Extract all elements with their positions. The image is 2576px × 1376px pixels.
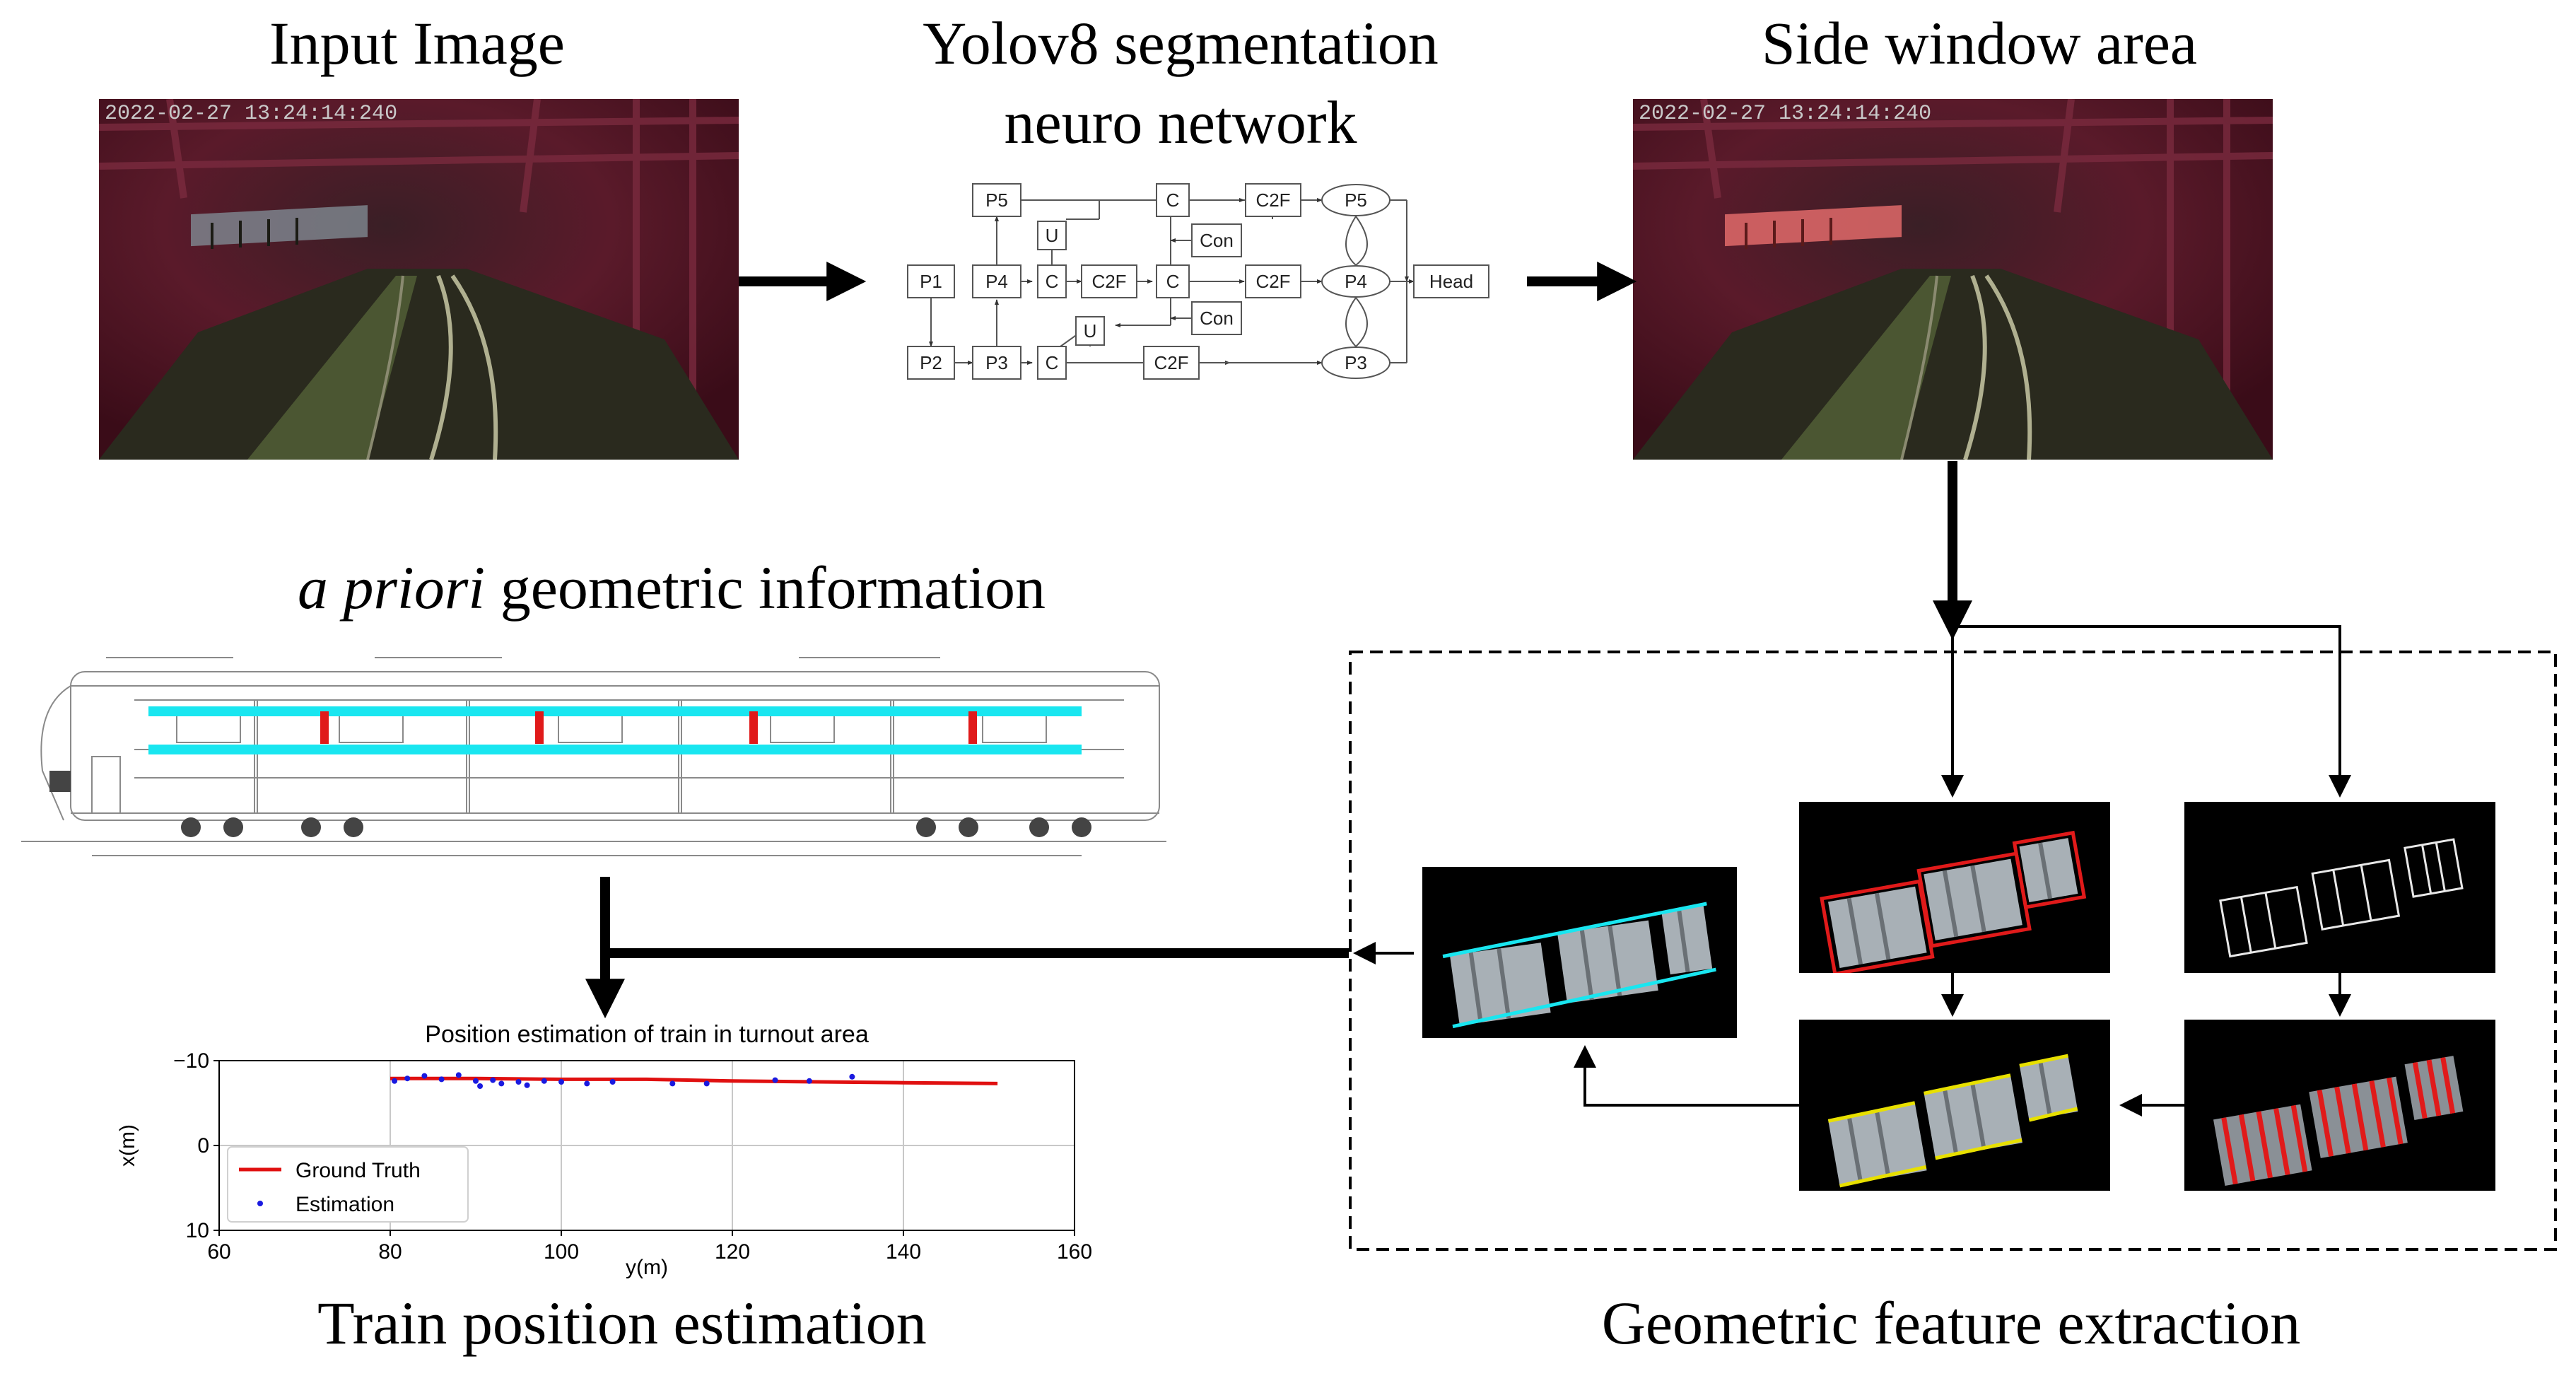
input-timestamp: 2022-02-27 13:24:14:240 xyxy=(105,102,398,126)
net-p3: P3 xyxy=(985,352,1008,373)
net-c2f-mid: C2F xyxy=(1091,271,1126,292)
thumb-edges xyxy=(2184,802,2495,973)
chart-xtick-label: 160 xyxy=(1057,1240,1092,1264)
net-out-p4: P4 xyxy=(1345,271,1367,292)
chart-point-estimation xyxy=(584,1080,590,1087)
net-c-top-right: C xyxy=(1166,190,1180,211)
chart-xlabel: y(m) xyxy=(626,1256,668,1279)
side-window-title: Side window area xyxy=(1761,9,2198,77)
chart-point-estimation xyxy=(421,1073,428,1079)
net-c2f-top: C2F xyxy=(1255,190,1290,211)
chart-point-estimation xyxy=(772,1077,778,1083)
net-c-bottom: C xyxy=(1046,352,1059,373)
chart-ylabel: x(m) xyxy=(116,1124,139,1167)
yolo-title-line2: neuro network xyxy=(1004,88,1357,156)
net-p1: P1 xyxy=(920,271,942,292)
net-c-mid-right: C xyxy=(1166,271,1180,292)
chart-legend-swatch-dot xyxy=(257,1201,263,1206)
yolo-title-line1: Yolov8 segmentation xyxy=(923,9,1439,77)
chart-xtick-label: 60 xyxy=(207,1240,230,1264)
feature-extraction-box xyxy=(1349,651,2557,1251)
train-position-title: Train position estimation xyxy=(317,1289,927,1357)
chart-point-estimation xyxy=(806,1078,812,1084)
chart-point-estimation xyxy=(477,1083,484,1089)
chart-point-estimation xyxy=(558,1079,564,1085)
chart-ticks: 60 80 100 120 140 160 −10 0 10 xyxy=(173,1049,1092,1264)
net-p5: P5 xyxy=(985,190,1008,211)
input-image: 2022-02-27 13:24:14:240 xyxy=(99,99,739,460)
net-c2f-bottom: C2F xyxy=(1154,352,1188,373)
chart-legend-box xyxy=(227,1146,469,1223)
arrow-branch-right xyxy=(1953,625,2351,798)
side-window-image: 2022-02-27 13:24:14:240 xyxy=(1633,99,2273,460)
chart-marks xyxy=(390,1072,998,1089)
chart-point-estimation xyxy=(703,1080,710,1087)
position-chart: Position estimation of train in turnout … xyxy=(116,1021,1092,1279)
chart-ytick-label: 0 xyxy=(197,1134,209,1158)
chart-point-estimation xyxy=(541,1078,547,1084)
chart-xtick-label: 140 xyxy=(886,1240,921,1264)
input-image-title: Input Image xyxy=(269,9,565,77)
net-c-mid: C xyxy=(1046,271,1059,292)
apriori-title: a priori geometric information xyxy=(141,552,1202,624)
chart-xtick-label: 120 xyxy=(715,1240,750,1264)
apriori-italic: a priori xyxy=(297,554,486,622)
net-p2: P2 xyxy=(920,352,942,373)
train-drawing xyxy=(21,657,1166,856)
net-u-bottom: U xyxy=(1084,320,1097,342)
chart-point-estimation xyxy=(849,1073,855,1080)
yolo-network-diagram: P1 P2 P5 P4 P3 U C C C2F U C C Con Con C… xyxy=(907,183,1489,380)
thumb-red-boxes xyxy=(1799,802,2110,973)
chart-point-estimation xyxy=(498,1080,505,1087)
net-out-p3: P3 xyxy=(1345,352,1367,373)
chart-point-estimation xyxy=(669,1080,676,1087)
geometric-feature-title: Geometric feature extraction xyxy=(1601,1289,2301,1357)
chart-point-estimation xyxy=(404,1075,411,1082)
net-p4: P4 xyxy=(985,271,1008,292)
chart-point-estimation xyxy=(609,1079,616,1085)
chart-ytick-label: 10 xyxy=(186,1219,209,1242)
chart-point-estimation xyxy=(524,1082,530,1088)
thumb-cyan-lines xyxy=(1422,867,1737,1038)
chart-ytick-label: −10 xyxy=(173,1049,209,1073)
chart-point-estimation xyxy=(455,1072,462,1078)
chart-point-estimation xyxy=(515,1079,522,1085)
chart-point-estimation xyxy=(392,1078,398,1084)
chart-legend-label: Ground Truth xyxy=(295,1159,421,1182)
apriori-rest: geometric information xyxy=(485,554,1046,622)
chart-point-estimation xyxy=(473,1078,479,1084)
net-out-p5: P5 xyxy=(1345,190,1367,211)
thumb-red-stripes xyxy=(2184,1020,2495,1191)
side-timestamp: 2022-02-27 13:24:14:240 xyxy=(1639,102,1932,126)
chart-xtick-label: 80 xyxy=(378,1240,402,1264)
net-con-top: Con xyxy=(1200,230,1234,251)
chart-point-estimation xyxy=(438,1076,445,1083)
chart-point-estimation xyxy=(490,1077,496,1083)
chart-xtick-label: 100 xyxy=(544,1240,579,1264)
chart-legend-label: Estimation xyxy=(295,1193,394,1216)
net-u-top: U xyxy=(1046,225,1059,246)
net-c2f-mid-right: C2F xyxy=(1255,271,1290,292)
net-head: Head xyxy=(1429,271,1473,292)
chart-title: Position estimation of train in turnout … xyxy=(425,1021,869,1048)
net-con-bottom: Con xyxy=(1200,308,1234,329)
thumb-yellow-outlines xyxy=(1799,1020,2110,1191)
chart-series-ground-truth xyxy=(390,1076,998,1085)
arrow-yellow-to-cyan xyxy=(1574,1045,1799,1107)
